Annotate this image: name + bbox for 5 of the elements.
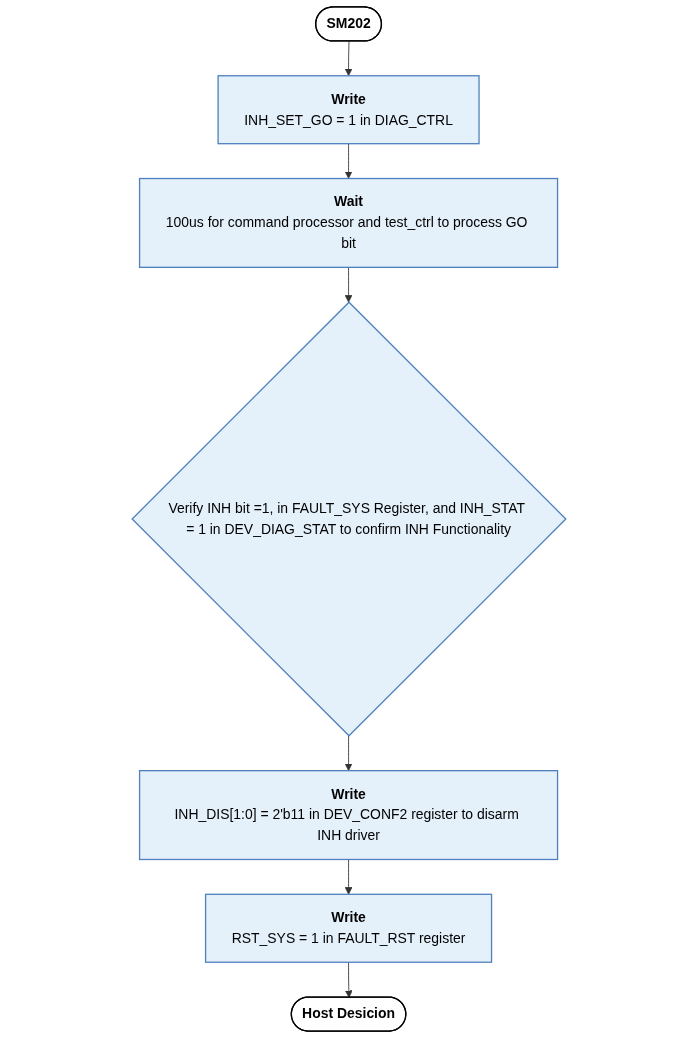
node-box: Write INH_DIS[1:0] = 2'b11 in DEV_CONF2 register to disarm INH driver <box>138 770 558 861</box>
node-box: Write RST_SYS = 1 in FAULT_RST register <box>204 893 492 963</box>
node-diamond: Verify INH bit =1, in FAULT_SYS Register, and INH_STAT = 1 in DEV_DIAG_STAT to confirm INH Functionality <box>130 301 567 737</box>
node-box: Wait 100us for command processor and test_ctrl to process GO bit <box>138 177 558 268</box>
node-box: Write INH_SET_GO = 1 in DIAG_CTRL <box>216 75 480 145</box>
